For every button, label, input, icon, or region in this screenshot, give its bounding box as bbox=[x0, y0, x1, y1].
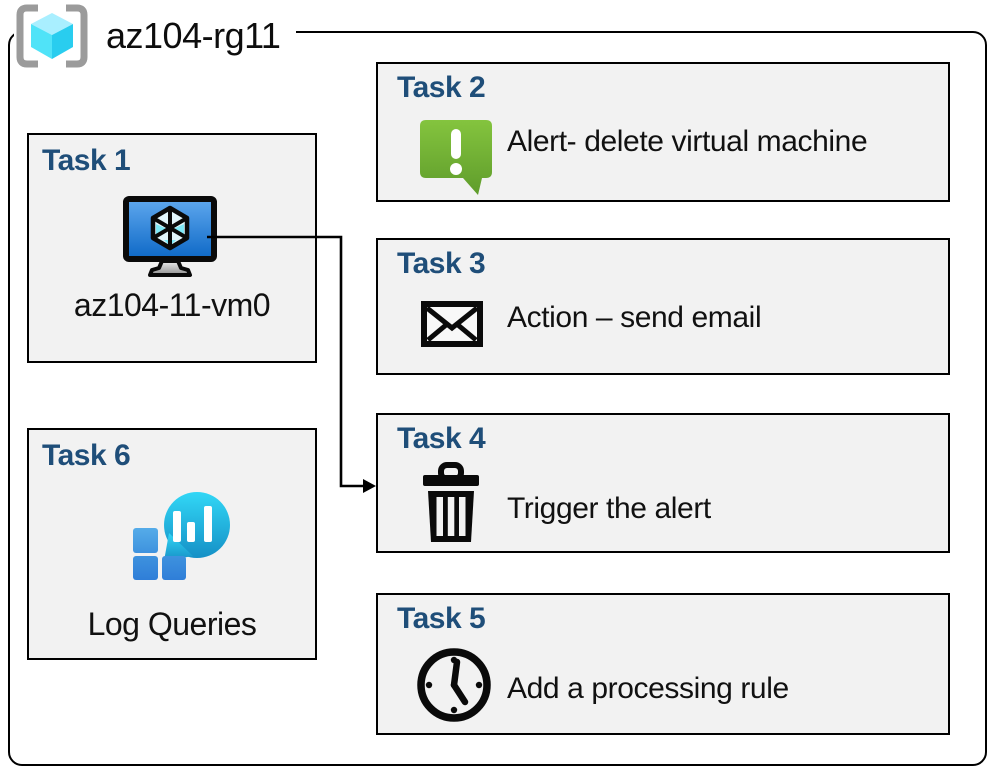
task2-title: Task 2 bbox=[397, 71, 486, 104]
virtual-machine-icon bbox=[122, 195, 218, 281]
resource-group-label: az104-rg11 bbox=[14, 3, 297, 69]
task1-box: Task 1 bbox=[27, 133, 317, 363]
task3-label: Action – send email bbox=[507, 301, 762, 334]
task6-title: Task 6 bbox=[42, 439, 131, 472]
task2-label: Alert- delete virtual machine bbox=[507, 125, 868, 158]
task3-title: Task 3 bbox=[397, 247, 486, 280]
resource-group-name: az104-rg11 bbox=[106, 15, 281, 56]
log-queries-icon bbox=[133, 492, 237, 584]
connector-arrow-task1-to-task4 bbox=[207, 235, 376, 493]
task6-box: Task 6 bbox=[27, 428, 317, 660]
task5-box: Task 5 Add a processing rule bbox=[376, 593, 950, 735]
task5-label: Add a processing rule bbox=[507, 672, 789, 705]
task6-label: Log Queries bbox=[87, 606, 257, 642]
task4-title: Task 4 bbox=[397, 422, 486, 455]
alert-icon bbox=[418, 118, 494, 198]
task3-box: Task 3 Action – send email bbox=[376, 238, 950, 375]
clock-icon bbox=[414, 645, 494, 725]
task4-box: Task 4 Trigger the alert bbox=[376, 413, 950, 553]
email-icon bbox=[420, 300, 484, 348]
task5-title: Task 5 bbox=[397, 602, 486, 635]
task1-title: Task 1 bbox=[42, 144, 131, 177]
task4-label: Trigger the alert bbox=[507, 492, 711, 525]
resource-group-icon bbox=[14, 4, 90, 68]
task1-label: az104-11-vm0 bbox=[73, 287, 271, 323]
task2-box: Task 2 Alert- delete virtual machine bbox=[376, 62, 950, 202]
trash-icon bbox=[422, 462, 480, 544]
